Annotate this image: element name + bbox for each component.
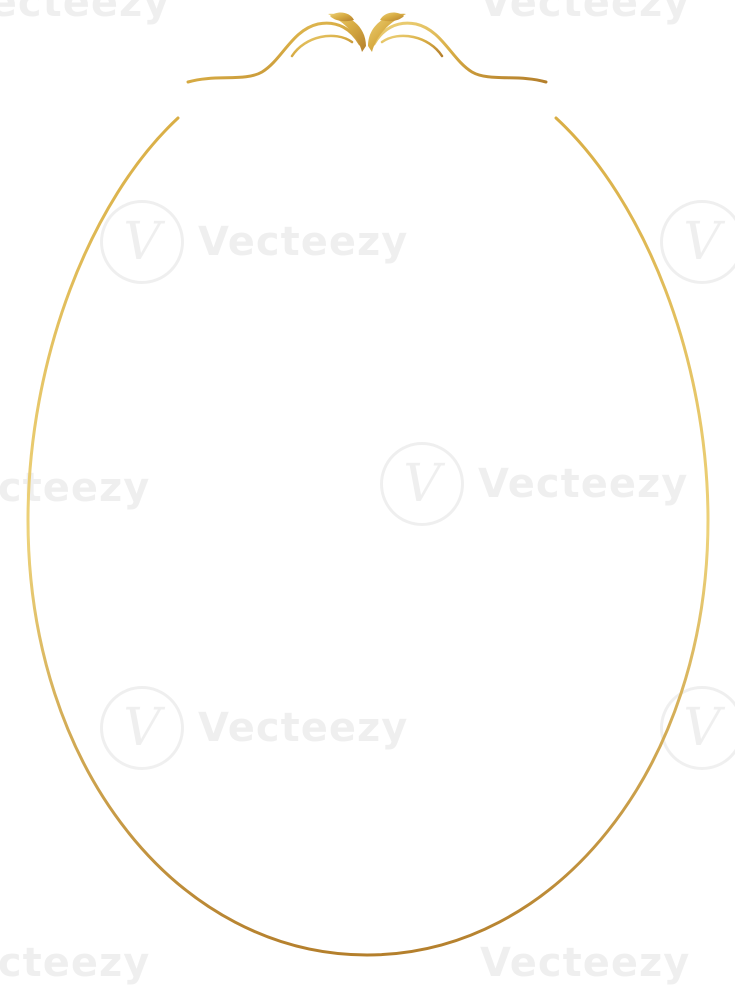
egg-outline xyxy=(26,116,710,957)
top-ornament xyxy=(186,21,548,84)
ornament-leaves xyxy=(328,12,406,53)
